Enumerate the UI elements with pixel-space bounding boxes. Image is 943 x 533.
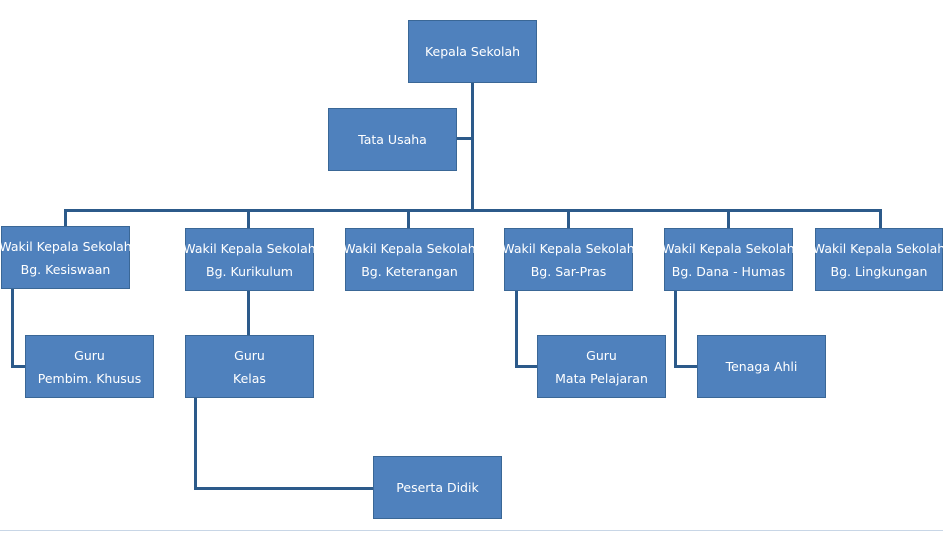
connector-drop-keterangan [407, 209, 410, 229]
connector-head-trunk [471, 82, 474, 211]
connector-drop-dana-humas [727, 209, 730, 229]
node-wakil-dana-humas: Wakil Kepala Sekolah Bg. Dana - Humas [662, 228, 795, 291]
connector-sarpras-guru-v [515, 290, 518, 368]
node-kepala-sekolah-line-1: Kepala Sekolah [424, 44, 521, 59]
connector-drop-kesiswaan [64, 209, 67, 227]
connector-wakil-bus [64, 209, 882, 212]
node-wakil-keterangan: Wakil Kepala Sekolah Bg. Keterangan [343, 228, 476, 291]
connector-drop-lingkungan [879, 209, 882, 229]
node-wakil-lingkungan-line-1: Wakil Kepala Sekolah [812, 240, 943, 256]
node-guru-mapel-line-2: Mata Pelajaran [555, 370, 648, 386]
bottom-divider [0, 530, 943, 531]
node-tenaga-ahli: Tenaga Ahli [697, 335, 826, 398]
node-wakil-kesiswaan: Wakil Kepala Sekolah Bg. Kesiswaan [0, 226, 132, 289]
node-wakil-lingkungan-line-2: Bg. Lingkungan [830, 263, 928, 279]
node-wakil-kurikulum-line-2: Bg. Kurikulum [206, 263, 293, 279]
connector-sarpras-guru-h [515, 365, 538, 368]
node-peserta-didik-line-1: Peserta Didik [396, 480, 479, 495]
node-tata-usaha-line-1: Tata Usaha [358, 132, 427, 147]
node-tenaga-ahli-line-1: Tenaga Ahli [725, 359, 798, 374]
connector-kurikulum-guru [247, 290, 250, 335]
connector-drop-kurikulum [247, 209, 250, 229]
node-wakil-keterangan-line-1: Wakil Kepala Sekolah [343, 240, 476, 256]
node-wakil-sarpras-line-1: Wakil Kepala Sekolah [502, 240, 635, 256]
connector-humas-tenaga-v [674, 290, 677, 368]
node-wakil-kesiswaan-line-2: Bg. Kesiswaan [20, 261, 111, 277]
node-wakil-keterangan-line-2: Bg. Keterangan [361, 263, 458, 279]
connector-kesiswaan-guru-v [11, 288, 14, 368]
node-kepala-sekolah: Kepala Sekolah [408, 20, 537, 83]
connector-humas-tenaga-h [674, 365, 698, 368]
node-wakil-dana-humas-line-2: Bg. Dana - Humas [671, 263, 786, 279]
node-wakil-kurikulum: Wakil Kepala Sekolah Bg. Kurikulum [183, 228, 316, 291]
connector-kelas-peserta-v [194, 397, 197, 490]
node-wakil-kesiswaan-line-1: Wakil Kepala Sekolah [0, 238, 132, 254]
connector-tata-usaha [456, 137, 473, 140]
node-peserta-didik: Peserta Didik [373, 456, 502, 519]
node-wakil-sarpras-line-2: Bg. Sar-Pras [530, 263, 607, 279]
connector-kesiswaan-guru-h [11, 365, 26, 368]
node-guru-mapel-line-1: Guru [586, 347, 617, 363]
connector-drop-sarpras [567, 209, 570, 229]
node-guru-kelas-line-1: Guru [234, 347, 265, 363]
node-wakil-kurikulum-line-1: Wakil Kepala Sekolah [183, 240, 316, 256]
node-guru-pembimbing-line-1: Guru [74, 347, 105, 363]
node-guru-mapel: Guru Mata Pelajaran [537, 335, 666, 398]
node-guru-kelas-line-2: Kelas [233, 370, 266, 386]
connector-kelas-peserta-h [194, 487, 374, 490]
node-guru-pembimbing: Guru Pembim. Khusus [25, 335, 154, 398]
node-tata-usaha: Tata Usaha [328, 108, 457, 171]
node-wakil-sarpras: Wakil Kepala Sekolah Bg. Sar-Pras [502, 228, 635, 291]
node-guru-kelas: Guru Kelas [185, 335, 314, 398]
node-wakil-dana-humas-line-1: Wakil Kepala Sekolah [662, 240, 795, 256]
node-wakil-lingkungan: Wakil Kepala Sekolah Bg. Lingkungan [812, 228, 943, 291]
node-guru-pembimbing-line-2: Pembim. Khusus [37, 370, 142, 386]
